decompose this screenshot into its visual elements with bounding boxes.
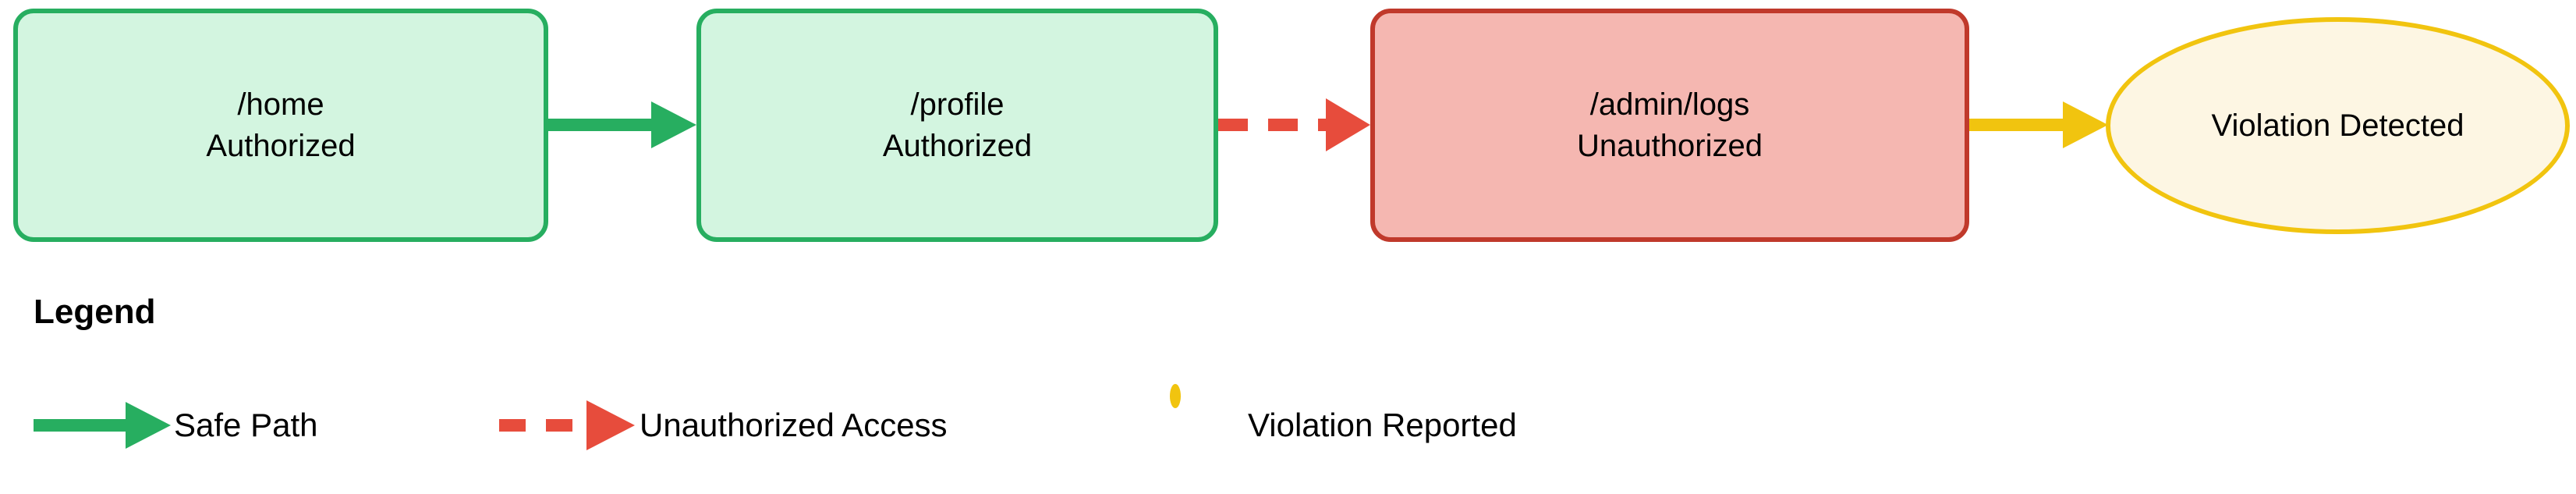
- node-profile[interactable]: /profile Authorized: [696, 9, 1218, 242]
- legend-item-violation-reported: Violation Reported: [1170, 384, 1517, 457]
- edge-profile-to-admin-logs: [1218, 98, 1370, 151]
- node-violation-label: Violation Detected: [2211, 108, 2464, 143]
- node-home-path: /home: [237, 87, 324, 122]
- legend-label-violation-reported: Violation Reported: [1248, 407, 1517, 443]
- legend: Legend Safe Path Unauthorized Access: [0, 277, 2576, 494]
- node-admin-logs[interactable]: /admin/logs Unauthorized: [1370, 9, 1969, 242]
- legend-item-safe-path: Safe Path: [34, 394, 317, 457]
- dashed-arrow-icon: [499, 398, 640, 453]
- node-violation-detected[interactable]: Violation Detected: [2106, 17, 2570, 234]
- node-home-status: Authorized: [206, 128, 356, 163]
- legend-label-safe-path: Safe Path: [174, 407, 318, 443]
- node-home[interactable]: /home Authorized: [13, 9, 548, 242]
- solid-arrow-icon: [34, 398, 174, 453]
- legend-item-unauthorized-access: Unauthorized Access: [499, 394, 948, 457]
- ellipse-icon: [1170, 384, 1248, 461]
- edge-home-to-profile: [548, 101, 696, 148]
- node-profile-path: /profile: [910, 87, 1005, 122]
- node-admin-logs-status: Unauthorized: [1577, 128, 1763, 163]
- legend-label-unauthorized-access: Unauthorized Access: [640, 407, 948, 443]
- edge-admin-logs-to-violation: [1969, 101, 2108, 148]
- node-profile-status: Authorized: [882, 128, 1033, 163]
- legend-title: Legend: [34, 293, 156, 331]
- node-admin-logs-path: /admin/logs: [1589, 87, 1750, 122]
